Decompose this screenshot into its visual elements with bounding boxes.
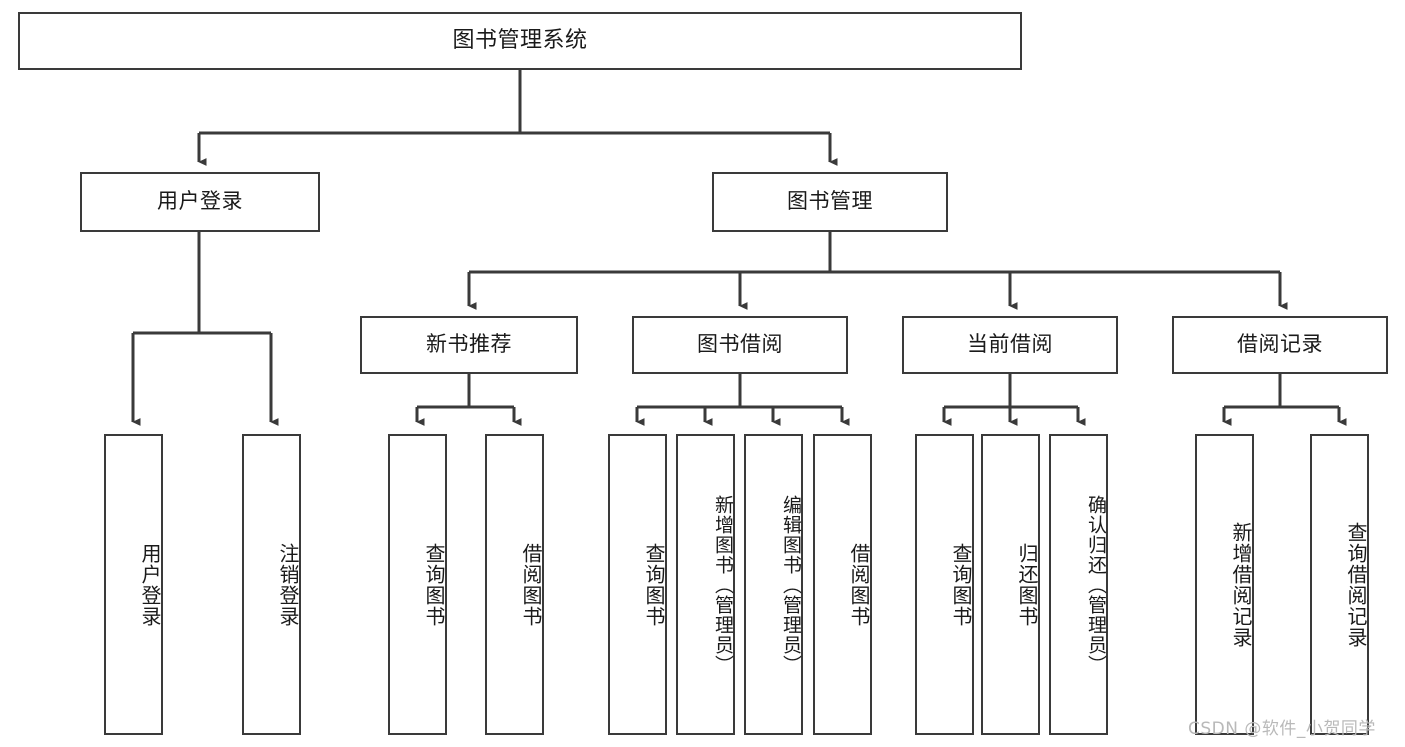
node-leaf-query-borrow-record[interactable]: 查询借阅记录: [1310, 434, 1369, 735]
node-label: 借阅图书: [847, 542, 871, 627]
node-label: 查询图书: [642, 542, 666, 627]
node-label: 查询图书: [949, 542, 973, 627]
node-leaf-confirm-return[interactable]: 确认归还（管理员）: [1049, 434, 1108, 735]
node-label: 归还图书: [1015, 542, 1039, 627]
node-leaf-return-book[interactable]: 归还图书: [981, 434, 1040, 735]
node-leaf-user-login[interactable]: 用户登录: [104, 434, 163, 735]
node-label: 用户登录: [157, 189, 243, 214]
node-label: 图书管理: [787, 189, 873, 214]
node-label: 图书借阅: [697, 332, 783, 357]
csdn-watermark: CSDN @软件_小贺同学: [1188, 719, 1376, 739]
node-root-book-management-system[interactable]: 图书管理系统: [18, 12, 1022, 70]
node-label: 注销登录: [276, 542, 300, 627]
node-label: 编辑图书（管理员）: [780, 494, 802, 675]
node-label: 新增图书（管理员）: [712, 494, 734, 675]
node-current-borrow[interactable]: 当前借阅: [902, 316, 1118, 374]
node-leaf-query-book-borrow[interactable]: 查询图书: [608, 434, 667, 735]
node-book-borrow[interactable]: 图书借阅: [632, 316, 848, 374]
node-label: 图书管理系统: [452, 27, 588, 53]
node-label: 借阅记录: [1237, 332, 1323, 357]
node-label: 当前借阅: [967, 332, 1053, 357]
node-leaf-user-logout[interactable]: 注销登录: [242, 434, 301, 735]
node-leaf-edit-book[interactable]: 编辑图书（管理员）: [744, 434, 803, 735]
node-label: 新增借阅记录: [1229, 521, 1253, 648]
node-book-manage[interactable]: 图书管理: [712, 172, 948, 232]
node-leaf-borrow-book-recommend[interactable]: 借阅图书: [485, 434, 544, 735]
node-borrow-record[interactable]: 借阅记录: [1172, 316, 1388, 374]
node-label: 确认归还（管理员）: [1085, 494, 1107, 675]
node-label: 查询借阅记录: [1344, 521, 1368, 648]
node-leaf-add-book[interactable]: 新增图书（管理员）: [676, 434, 735, 735]
node-leaf-add-borrow-record[interactable]: 新增借阅记录: [1195, 434, 1254, 735]
node-label: 查询图书: [422, 542, 446, 627]
node-leaf-query-book-recommend[interactable]: 查询图书: [388, 434, 447, 735]
node-leaf-borrow-book[interactable]: 借阅图书: [813, 434, 872, 735]
node-new-book-recommend[interactable]: 新书推荐: [360, 316, 578, 374]
node-label: 用户登录: [138, 542, 162, 627]
node-label: 借阅图书: [519, 542, 543, 627]
node-label: 新书推荐: [426, 332, 512, 357]
node-leaf-query-book-current[interactable]: 查询图书: [915, 434, 974, 735]
node-user-login[interactable]: 用户登录: [80, 172, 320, 232]
